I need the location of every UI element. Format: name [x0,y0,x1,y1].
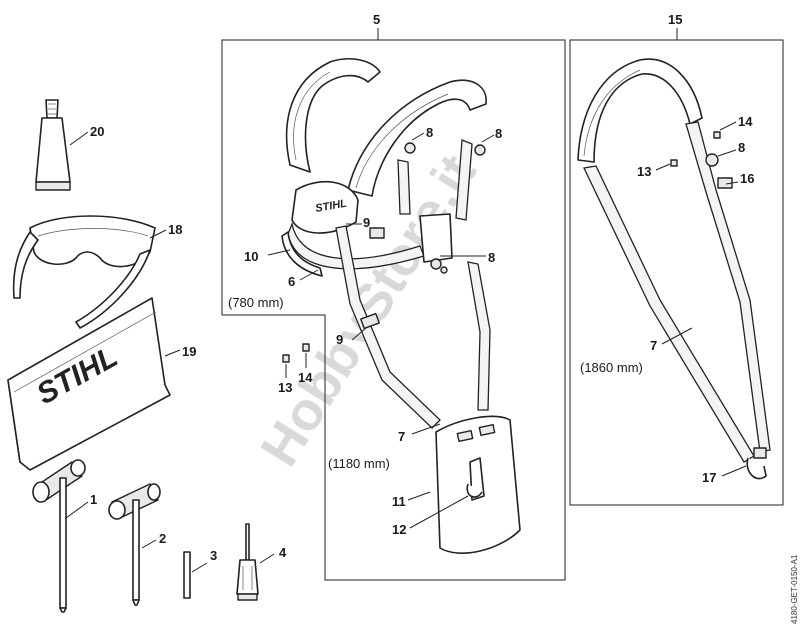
callout-14-a: 14 [298,370,313,385]
tool-pouch-icon: STIHL [7,297,171,471]
pin-icon [183,551,191,599]
callout-8-a: 8 [426,125,433,140]
callout-7-a: 7 [398,429,405,444]
dimension-780: (780 mm) [228,295,284,310]
callout-9-b: 9 [336,332,343,347]
callout-2: 2 [159,531,166,546]
combination-wrench-2-icon [108,483,161,606]
group-5-frame [221,28,566,581]
shoulder-strap-icon [577,58,771,480]
callout-17: 17 [702,470,716,485]
callout-13-a: 13 [278,380,292,395]
callout-16: 16 [740,171,754,186]
callout-8-c: 8 [488,250,495,265]
screwdriver-icon [236,523,259,601]
callout-19: 19 [182,344,196,359]
full-harness-icon: STIHL [281,58,521,554]
harness-logo: STIHL [314,198,348,215]
callout-5: 5 [373,12,380,27]
safety-glasses-icon [12,215,156,329]
callout-11: 11 [392,494,406,509]
callout-15: 15 [668,12,682,27]
group-15-frame [569,28,784,506]
callout-8-d: 8 [738,140,745,155]
callout-12: 12 [392,522,406,537]
callout-8-b: 8 [495,126,502,141]
dimension-1180: (1180 mm) [328,456,390,471]
grease-tube-icon [35,99,71,191]
callout-9-a: 9 [363,215,370,230]
callout-13-b: 13 [637,164,651,179]
callout-7-b: 7 [650,338,657,353]
callout-4: 4 [279,545,287,560]
drawing-code: 4180-GET-0150-A1 [790,554,799,624]
screw-pair-icon [282,343,310,363]
dimension-1860: (1860 mm) [580,360,643,375]
callout-6: 6 [288,274,295,289]
callout-14-b: 14 [738,114,753,129]
combination-wrench-icon [32,459,86,613]
callout-18: 18 [168,222,182,237]
callout-10: 10 [244,249,258,264]
callout-3: 3 [210,548,217,563]
callout-20: 20 [90,124,104,139]
callout-1: 1 [90,492,97,507]
